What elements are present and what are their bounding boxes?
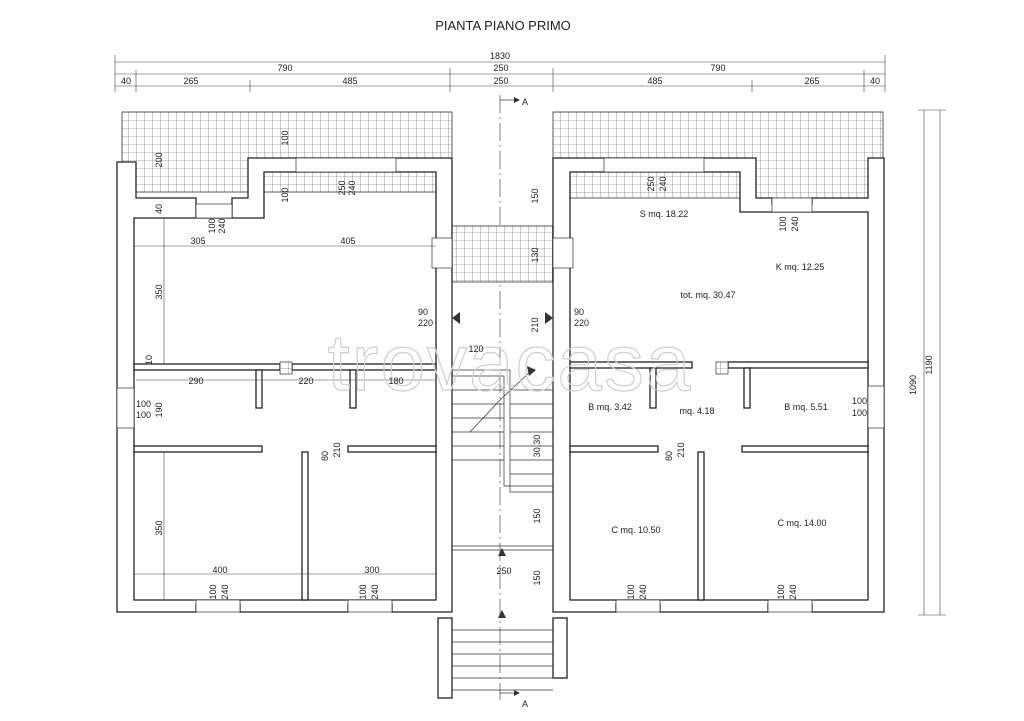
section-marker-bottom: A	[522, 699, 528, 709]
left-wall-40: 40	[154, 204, 164, 214]
dim-left-part-3: 485	[342, 76, 357, 86]
left-190: 190	[154, 402, 164, 417]
left-305: 305	[190, 236, 205, 246]
section-line: A A	[499, 95, 528, 709]
stair-150b: 150	[532, 508, 542, 523]
left-400: 400	[212, 565, 227, 575]
right-80: 80	[664, 451, 674, 461]
dim-right-outer: 1190	[924, 355, 934, 374]
left-apartment	[116, 157, 453, 613]
room-disimpegno: mq. 4.18	[679, 406, 714, 416]
left-bw1: 100	[208, 584, 218, 599]
left-350b: 350	[154, 520, 164, 535]
staircase	[437, 282, 568, 699]
dim-total: 1830	[490, 51, 510, 61]
left-220: 220	[298, 376, 313, 386]
left-win-terr-a: 100240	[207, 218, 227, 233]
right-win-k-b: 240	[790, 216, 800, 231]
left-405: 405	[340, 236, 355, 246]
right-bw1b: 240	[638, 584, 648, 599]
room-soggiorno: S mq. 18.22	[640, 209, 689, 219]
right-side-win: 100	[852, 396, 867, 406]
right-bw2: 100	[776, 584, 786, 599]
dim-right-inner: 1090	[908, 375, 918, 395]
stair-130: 130	[530, 247, 540, 262]
terrace-left	[121, 111, 453, 193]
room-bagno-2: B mq. 5.51	[784, 402, 828, 412]
right-dimensions: 1090 1190	[908, 109, 946, 616]
right-bw1: 100	[626, 584, 636, 599]
right-door-90: 90	[574, 307, 584, 317]
left-terr-depth: 200	[154, 152, 164, 167]
left-terr-100: 100	[280, 130, 290, 145]
right-win-k: 100	[778, 216, 788, 231]
right-side-win-b: 100	[852, 408, 867, 418]
stair-250: 250	[496, 566, 511, 576]
left-side-win: 100	[136, 399, 151, 409]
dim-left-part-2: 265	[183, 76, 198, 86]
dim-left-part-1: 40	[121, 76, 131, 86]
terrace-right	[552, 111, 884, 199]
left-labels: 200 100 100 40 100240 250240 305 405 350…	[136, 130, 433, 599]
room-totale: tot. mq. 30.47	[680, 290, 735, 300]
left-180: 180	[388, 376, 403, 386]
plan-title: PIANTA PIANO PRIMO	[435, 18, 571, 33]
top-dimensions: 1830 790 250 790 40 265 485 250 485 265 …	[114, 51, 886, 92]
right-apartment	[552, 157, 885, 613]
stair-landing-tiles	[448, 225, 554, 283]
dim-left-half: 790	[277, 63, 292, 73]
left-210: 210	[332, 442, 342, 457]
watermark: trovacasa	[328, 318, 693, 407]
left-bw1b: 240	[220, 584, 230, 599]
left-wall-100: 100	[280, 187, 290, 202]
right-bw2b: 240	[788, 584, 798, 599]
left-door-220: 220	[418, 318, 433, 328]
dim-center-top: 250	[493, 63, 508, 73]
room-cucina: K mq. 12.25	[776, 262, 825, 272]
left-win-top-a: 250240	[337, 180, 357, 195]
left-290: 290	[188, 376, 203, 386]
stair-150c: 150	[532, 570, 542, 585]
dim-right-half: 790	[710, 63, 725, 73]
room-bagno-1: B mq. 3.42	[588, 402, 632, 412]
right-win-top-b: 240	[658, 176, 668, 191]
dim-right-part-3: 40	[870, 76, 880, 86]
left-bw2b: 240	[370, 584, 380, 599]
left-300: 300	[364, 565, 379, 575]
dim-center-bottom: 250	[493, 76, 508, 86]
stair-150a: 150	[530, 188, 540, 203]
left-80: 80	[320, 451, 330, 461]
right-door-220: 220	[574, 318, 589, 328]
section-marker-top: A	[522, 97, 528, 107]
left-door-90: 90	[418, 307, 428, 317]
room-camera-1: C mq. 10.50	[611, 525, 660, 535]
right-210: 210	[676, 442, 686, 457]
left-350a: 350	[154, 284, 164, 299]
dim-right-part-1: 485	[647, 76, 662, 86]
left-bw2: 100	[358, 584, 368, 599]
stair-3030: 30,30	[532, 435, 542, 458]
stair-210: 210	[530, 317, 540, 332]
right-win-top: 250	[646, 176, 656, 191]
left-side-win-b: 100	[136, 410, 151, 420]
right-labels: 250 240 100 240 S mq. 18.22 K mq. 12.25 …	[574, 176, 867, 599]
dim-right-part-2: 265	[804, 76, 819, 86]
stair-labels: 150 130 210 120 30,30 150 250 150	[468, 188, 542, 585]
left-10: 10	[144, 355, 154, 365]
room-camera-2: C mq. 14.00	[777, 518, 826, 528]
stair-120: 120	[468, 344, 483, 354]
